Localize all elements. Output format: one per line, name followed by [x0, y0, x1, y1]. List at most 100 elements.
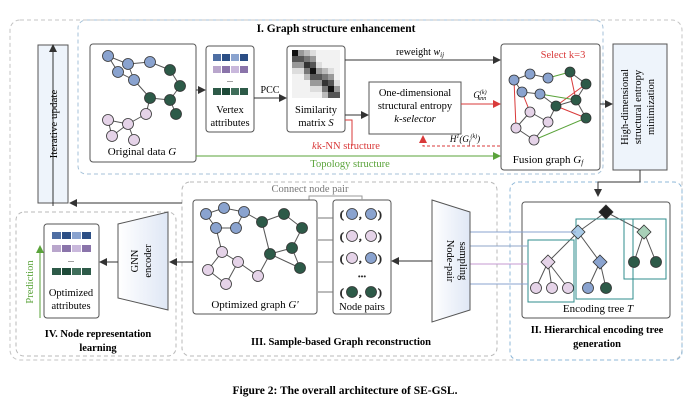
- original-data-box: [89, 43, 197, 163]
- pcc-label: PCC: [261, 85, 280, 96]
- matrix-cell: [316, 68, 322, 74]
- svg-text:): ): [378, 231, 382, 243]
- matrix-cell: [334, 56, 340, 62]
- matrix-cell: [334, 62, 340, 68]
- matrix-cell: [334, 92, 340, 98]
- h1-label: H1(Gf(k)): [449, 133, 480, 146]
- matrix-cell: [328, 92, 334, 98]
- matrix-cell: [328, 50, 334, 56]
- svg-text:,: ,: [359, 287, 362, 299]
- figure-caption: Figure 2: The overall architecture of SE…: [233, 385, 458, 397]
- matrix-cell: [298, 56, 304, 62]
- matrix-cell: [310, 92, 316, 98]
- section-frame-4: [15, 211, 177, 357]
- selector-label-2: structural entropy: [378, 101, 453, 112]
- highdim-label-1: High-dimensional: [620, 69, 631, 145]
- matrix-cell: [298, 92, 304, 98]
- original-nodes: [102, 50, 186, 146]
- matrix-cell: [322, 56, 328, 62]
- vertex-attr-label-1: Vertex: [216, 105, 244, 116]
- matrix-cell: [316, 62, 322, 68]
- node-pairs-list: (,) (,) (,) ... (,): [340, 208, 382, 299]
- matrix-cell: [328, 86, 334, 92]
- svg-text:(: (: [340, 209, 344, 221]
- matrix-cell: [310, 56, 316, 62]
- selector-box: [368, 81, 462, 135]
- highdim-label-3: minimization: [646, 78, 657, 135]
- matrix-cell: [298, 74, 304, 80]
- matrix-cell: [334, 68, 340, 74]
- matrix-cell: [316, 56, 322, 62]
- svg-text:,: ,: [359, 209, 362, 221]
- section-frame-3: [181, 181, 498, 357]
- svg-text:,: ,: [359, 253, 362, 265]
- fusion-box: [500, 43, 601, 171]
- matrix-cell: [298, 68, 304, 74]
- encoding-tree-label: Encoding tree T: [563, 303, 634, 315]
- svg-text:...: ...: [68, 255, 74, 264]
- matrix-cell: [292, 92, 298, 98]
- gnn-encoder: [117, 211, 169, 311]
- matrix-cell: [304, 68, 310, 74]
- similarity-matrix: [292, 50, 340, 98]
- matrix-cell: [316, 74, 322, 80]
- matrix-cell: [316, 50, 322, 56]
- matrix-cell: [310, 50, 316, 56]
- matrix-cell: [304, 80, 310, 86]
- section-frame-2: [509, 181, 683, 361]
- matrix-cell: [316, 92, 322, 98]
- section-title-2b: generation: [573, 339, 621, 350]
- svg-text:...: ...: [358, 268, 367, 280]
- matrix-cell: [298, 62, 304, 68]
- encoding-tree-nodes: [530, 204, 662, 294]
- matrix-cell: [304, 92, 310, 98]
- connect-node-pair-label: Connect node pair: [272, 184, 349, 195]
- optimized-attr-rows: ...: [52, 232, 91, 275]
- topology-label: Topology structure: [310, 159, 390, 170]
- section-title-3: III. Sample-based Graph reconstruction: [251, 337, 431, 348]
- matrix-cell: [292, 74, 298, 80]
- section-title-4b: learning: [79, 343, 117, 354]
- matrix-cell: [310, 62, 316, 68]
- selector-label-1: One-dimensional: [379, 88, 451, 99]
- matrix-cell: [304, 50, 310, 56]
- similarity-label-2: matrix S: [298, 118, 334, 129]
- matrix-cell: [334, 50, 340, 56]
- matrix-cell: [322, 86, 328, 92]
- matrix-cell: [310, 68, 316, 74]
- vertex-attr-label-2: attributes: [210, 118, 249, 129]
- arrow-highdim-to-tree: [594, 170, 641, 197]
- svg-text:,: ,: [359, 231, 362, 243]
- fusion-label: Fusion graph Gf: [513, 154, 584, 167]
- matrix-cell: [298, 50, 304, 56]
- matrix-cell: [310, 80, 316, 86]
- matrix-cell: [316, 86, 322, 92]
- node-pair-sampling-label-2: sampling: [457, 242, 468, 281]
- node-pair-sampling: [431, 199, 471, 323]
- matrix-cell: [322, 68, 328, 74]
- gnn-encoder-label-1: GNN: [130, 249, 141, 272]
- vertex-attr-rows: ...: [213, 54, 248, 95]
- matrix-cell: [310, 74, 316, 80]
- matrix-cell: [328, 68, 334, 74]
- matrix-cell: [304, 62, 310, 68]
- matrix-cell: [292, 56, 298, 62]
- matrix-cell: [322, 62, 328, 68]
- matrix-cell: [316, 80, 322, 86]
- matrix-cell: [304, 74, 310, 80]
- reweight-label: reweight wij: [396, 47, 444, 59]
- matrix-cell: [322, 50, 328, 56]
- matrix-cell: [298, 80, 304, 86]
- arrow-connect-node-pair: [308, 195, 363, 200]
- optimized-graph-label: Optimized graph G': [211, 299, 299, 311]
- optimized-nodes: [200, 202, 308, 290]
- fusion-nodes: [508, 66, 592, 146]
- matrix-cell: [334, 74, 340, 80]
- svg-text:(: (: [340, 287, 344, 299]
- matrix-cell: [328, 62, 334, 68]
- section-title-2a: II. Hierarchical encoding tree: [531, 325, 664, 336]
- gknn-label: G(k)knn: [473, 89, 486, 102]
- svg-text:): ): [378, 287, 382, 299]
- similarity-label-1: Similarity: [295, 105, 338, 116]
